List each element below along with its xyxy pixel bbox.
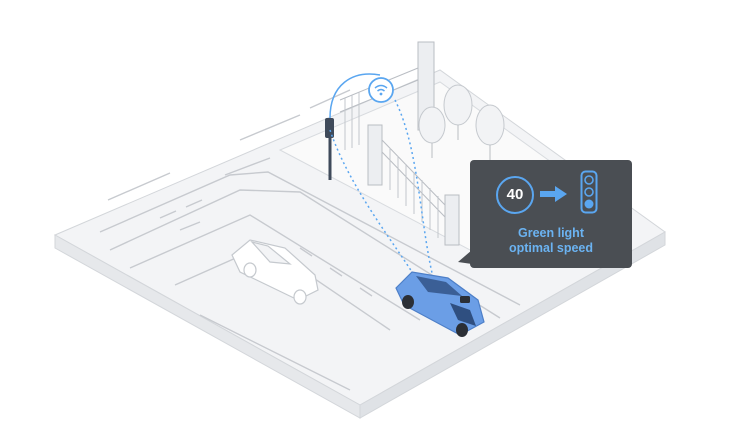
fence-bars	[344, 92, 439, 238]
traffic-light-icon	[580, 170, 598, 214]
wifi-icon	[368, 77, 394, 103]
callout-line-2: optimal speed	[508, 241, 594, 255]
callout-line-1: Green light	[518, 226, 584, 240]
connectivity-signal	[329, 73, 436, 286]
arrow-right-icon	[540, 186, 567, 202]
white-car	[231, 239, 319, 305]
trees	[418, 84, 505, 160]
speed-limit-icon: 40	[496, 176, 534, 214]
callout-tail	[458, 250, 472, 264]
blue-car	[395, 271, 485, 337]
traffic-light-pole	[325, 118, 334, 180]
speed-advisory-callout: 40 Green light optimal speed	[470, 160, 632, 268]
